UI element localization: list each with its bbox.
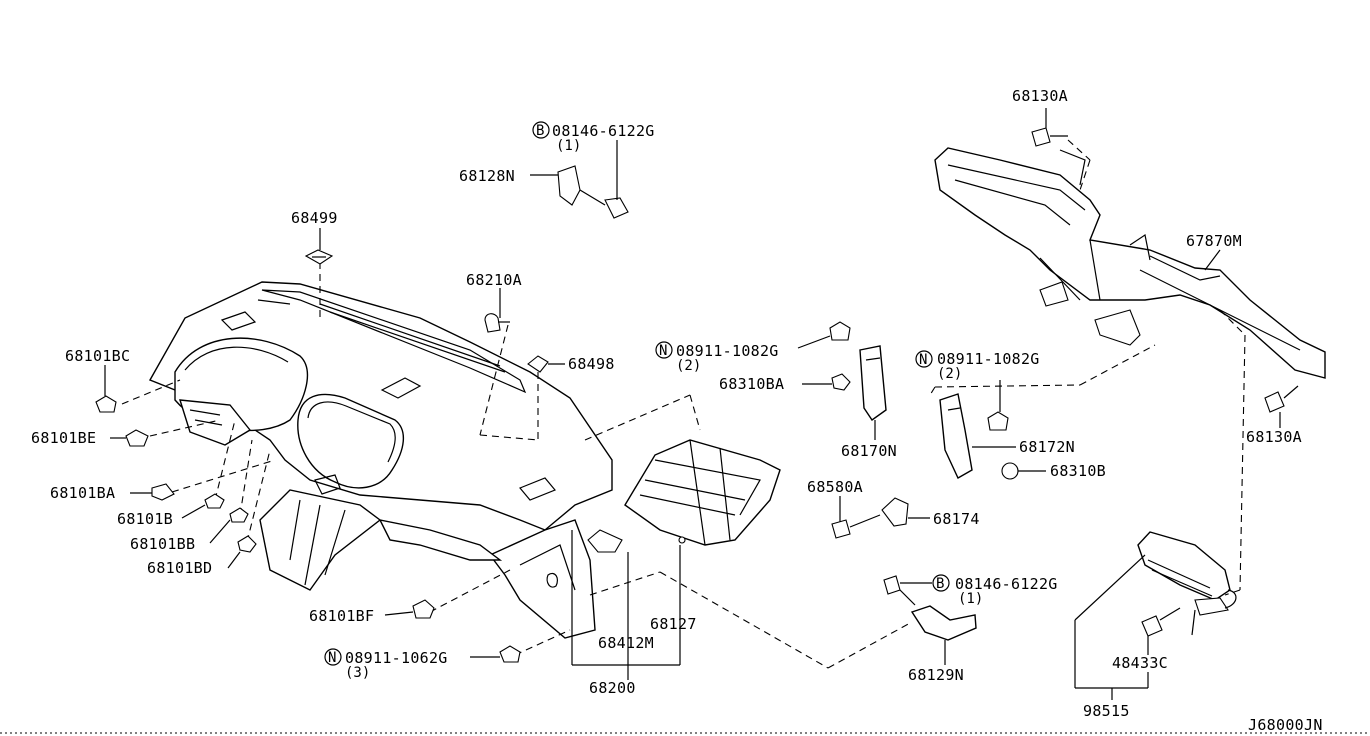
- bolt-marker-top: [532, 121, 550, 139]
- center-bracket-drawing: [587, 439, 781, 553]
- label-08911-1062G: 08911-1062G: [345, 649, 448, 667]
- label-68101BD: 68101BD: [147, 559, 212, 577]
- label-08911-1082G-mid-qty: (2): [676, 358, 701, 374]
- nut-marker-right: [915, 350, 933, 368]
- steering-member-drawing: [934, 127, 1326, 413]
- label-68130A-top: 68130A: [1012, 87, 1068, 105]
- airbag-module-drawing: [1137, 531, 1237, 637]
- member-dashed-leaders: [929, 139, 1246, 596]
- label-68129N: 68129N: [908, 666, 964, 684]
- part-labels: 08146-6122G (1) 68128N 68499 68210A 6849…: [31, 87, 1323, 734]
- label-68310BA: 68310BA: [719, 375, 784, 393]
- label-98515: 98515: [1083, 702, 1130, 720]
- label-08146-top-qty: (1): [556, 138, 581, 154]
- fastener-parts: [95, 165, 629, 663]
- label-68498: 68498: [568, 355, 615, 373]
- label-68101BB: 68101BB: [130, 535, 195, 553]
- label-67870M: 67870M: [1186, 232, 1242, 250]
- label-68127: 68127: [650, 615, 697, 633]
- label-68174: 68174: [933, 510, 980, 528]
- label-68170N: 68170N: [841, 442, 897, 460]
- label-08146-bottom-qty: (1): [958, 591, 983, 607]
- label-68200: 68200: [589, 679, 636, 697]
- label-68101BC: 68101BC: [65, 347, 130, 365]
- nut-marker-mid-text: N: [659, 343, 667, 359]
- label-08146-top: 08146-6122G: [552, 122, 655, 140]
- callout-symbols: B B N N N: [324, 121, 950, 666]
- bolt-marker-bottom-text: B: [936, 576, 944, 592]
- label-68310B: 68310B: [1050, 462, 1106, 480]
- nut-marker-right-text: N: [919, 352, 927, 368]
- label-68130A-right: 68130A: [1246, 428, 1302, 446]
- label-68101B: 68101B: [117, 510, 173, 528]
- side-brackets-drawing: [829, 321, 1019, 641]
- label-08911-1082G-right: 08911-1082G: [937, 350, 1040, 368]
- label-48433C: 48433C: [1112, 654, 1168, 672]
- label-68172N: 68172N: [1019, 438, 1075, 456]
- label-68101BE: 68101BE: [31, 429, 96, 447]
- label-68128N: 68128N: [459, 167, 515, 185]
- label-08911-1082G-mid: 08911-1082G: [676, 342, 779, 360]
- label-08911-1082G-right-qty: (2): [937, 366, 962, 382]
- instrument-panel-drawing: [148, 281, 613, 639]
- nut-marker-mid: [655, 341, 673, 359]
- diagram-code: J68000JN: [1248, 716, 1323, 734]
- label-08146-bottom: 08146-6122G: [955, 575, 1058, 593]
- label-68101BA: 68101BA: [50, 484, 115, 502]
- label-68210A: 68210A: [466, 271, 522, 289]
- label-68412M: 68412M: [598, 634, 654, 652]
- bolt-marker-top-text: B: [536, 123, 544, 139]
- panel-dashed-leaders: [121, 262, 913, 669]
- label-68101BF: 68101BF: [309, 607, 374, 625]
- nut-marker-bottom: [324, 648, 342, 666]
- label-68499: 68499: [291, 209, 338, 227]
- label-08911-1062G-qty: (3): [345, 665, 370, 681]
- leader-lines: [104, 108, 1281, 700]
- bolt-marker-bottom: [932, 574, 950, 592]
- nut-marker-bottom-text: N: [328, 650, 336, 666]
- label-68580A: 68580A: [807, 478, 863, 496]
